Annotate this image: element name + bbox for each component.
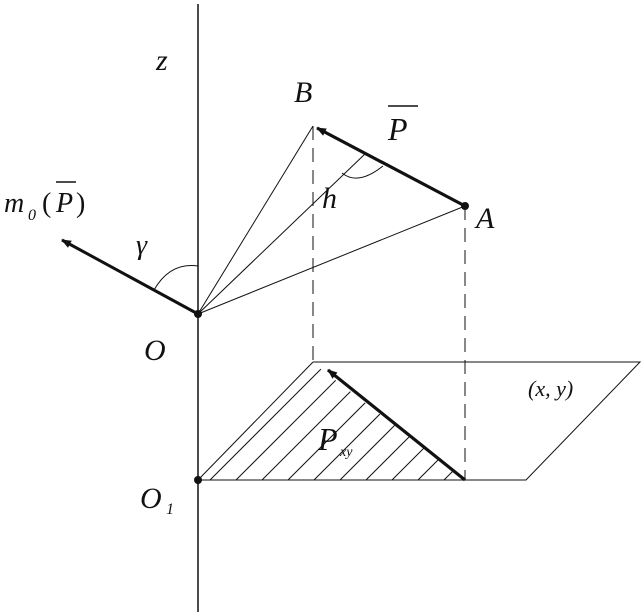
label-m: m bbox=[4, 188, 24, 219]
point-O bbox=[194, 310, 202, 318]
xy-plane bbox=[198, 361, 642, 481]
label-m-P: P bbox=[55, 188, 73, 219]
label-O: O bbox=[144, 334, 166, 367]
plane-left-edge bbox=[197, 361, 314, 481]
label-O1: O bbox=[140, 482, 162, 515]
label-O1-subscript: 1 bbox=[166, 501, 174, 518]
moment-vector bbox=[61, 238, 199, 316]
label-Pxy: P bbox=[317, 421, 338, 457]
label-gamma: γ bbox=[136, 230, 148, 261]
edge-O-B bbox=[197, 125, 314, 315]
force-vector-P bbox=[316, 126, 466, 208]
point-A bbox=[461, 202, 469, 210]
label-h: h bbox=[322, 182, 337, 215]
label-Pxy-subscript: xy bbox=[339, 445, 353, 460]
right-angle-arc bbox=[341, 165, 384, 179]
edge-O-A bbox=[197, 205, 466, 315]
gamma-arc bbox=[153, 265, 199, 291]
label-A: A bbox=[474, 202, 495, 235]
height-h-line bbox=[197, 152, 367, 315]
label-P: P bbox=[387, 111, 408, 147]
projected-force-Pxy bbox=[326, 368, 467, 482]
label-m-subscript: 0 bbox=[28, 207, 36, 224]
label-B: B bbox=[294, 76, 312, 109]
label-xy-plane: (x, y) bbox=[528, 376, 573, 401]
label-m-paren-close: ) bbox=[76, 188, 85, 219]
label-z: z bbox=[155, 44, 168, 77]
projected-triangle-hatch bbox=[209, 363, 466, 480]
label-m-paren-open: ( bbox=[42, 188, 51, 219]
point-O1 bbox=[194, 476, 202, 484]
